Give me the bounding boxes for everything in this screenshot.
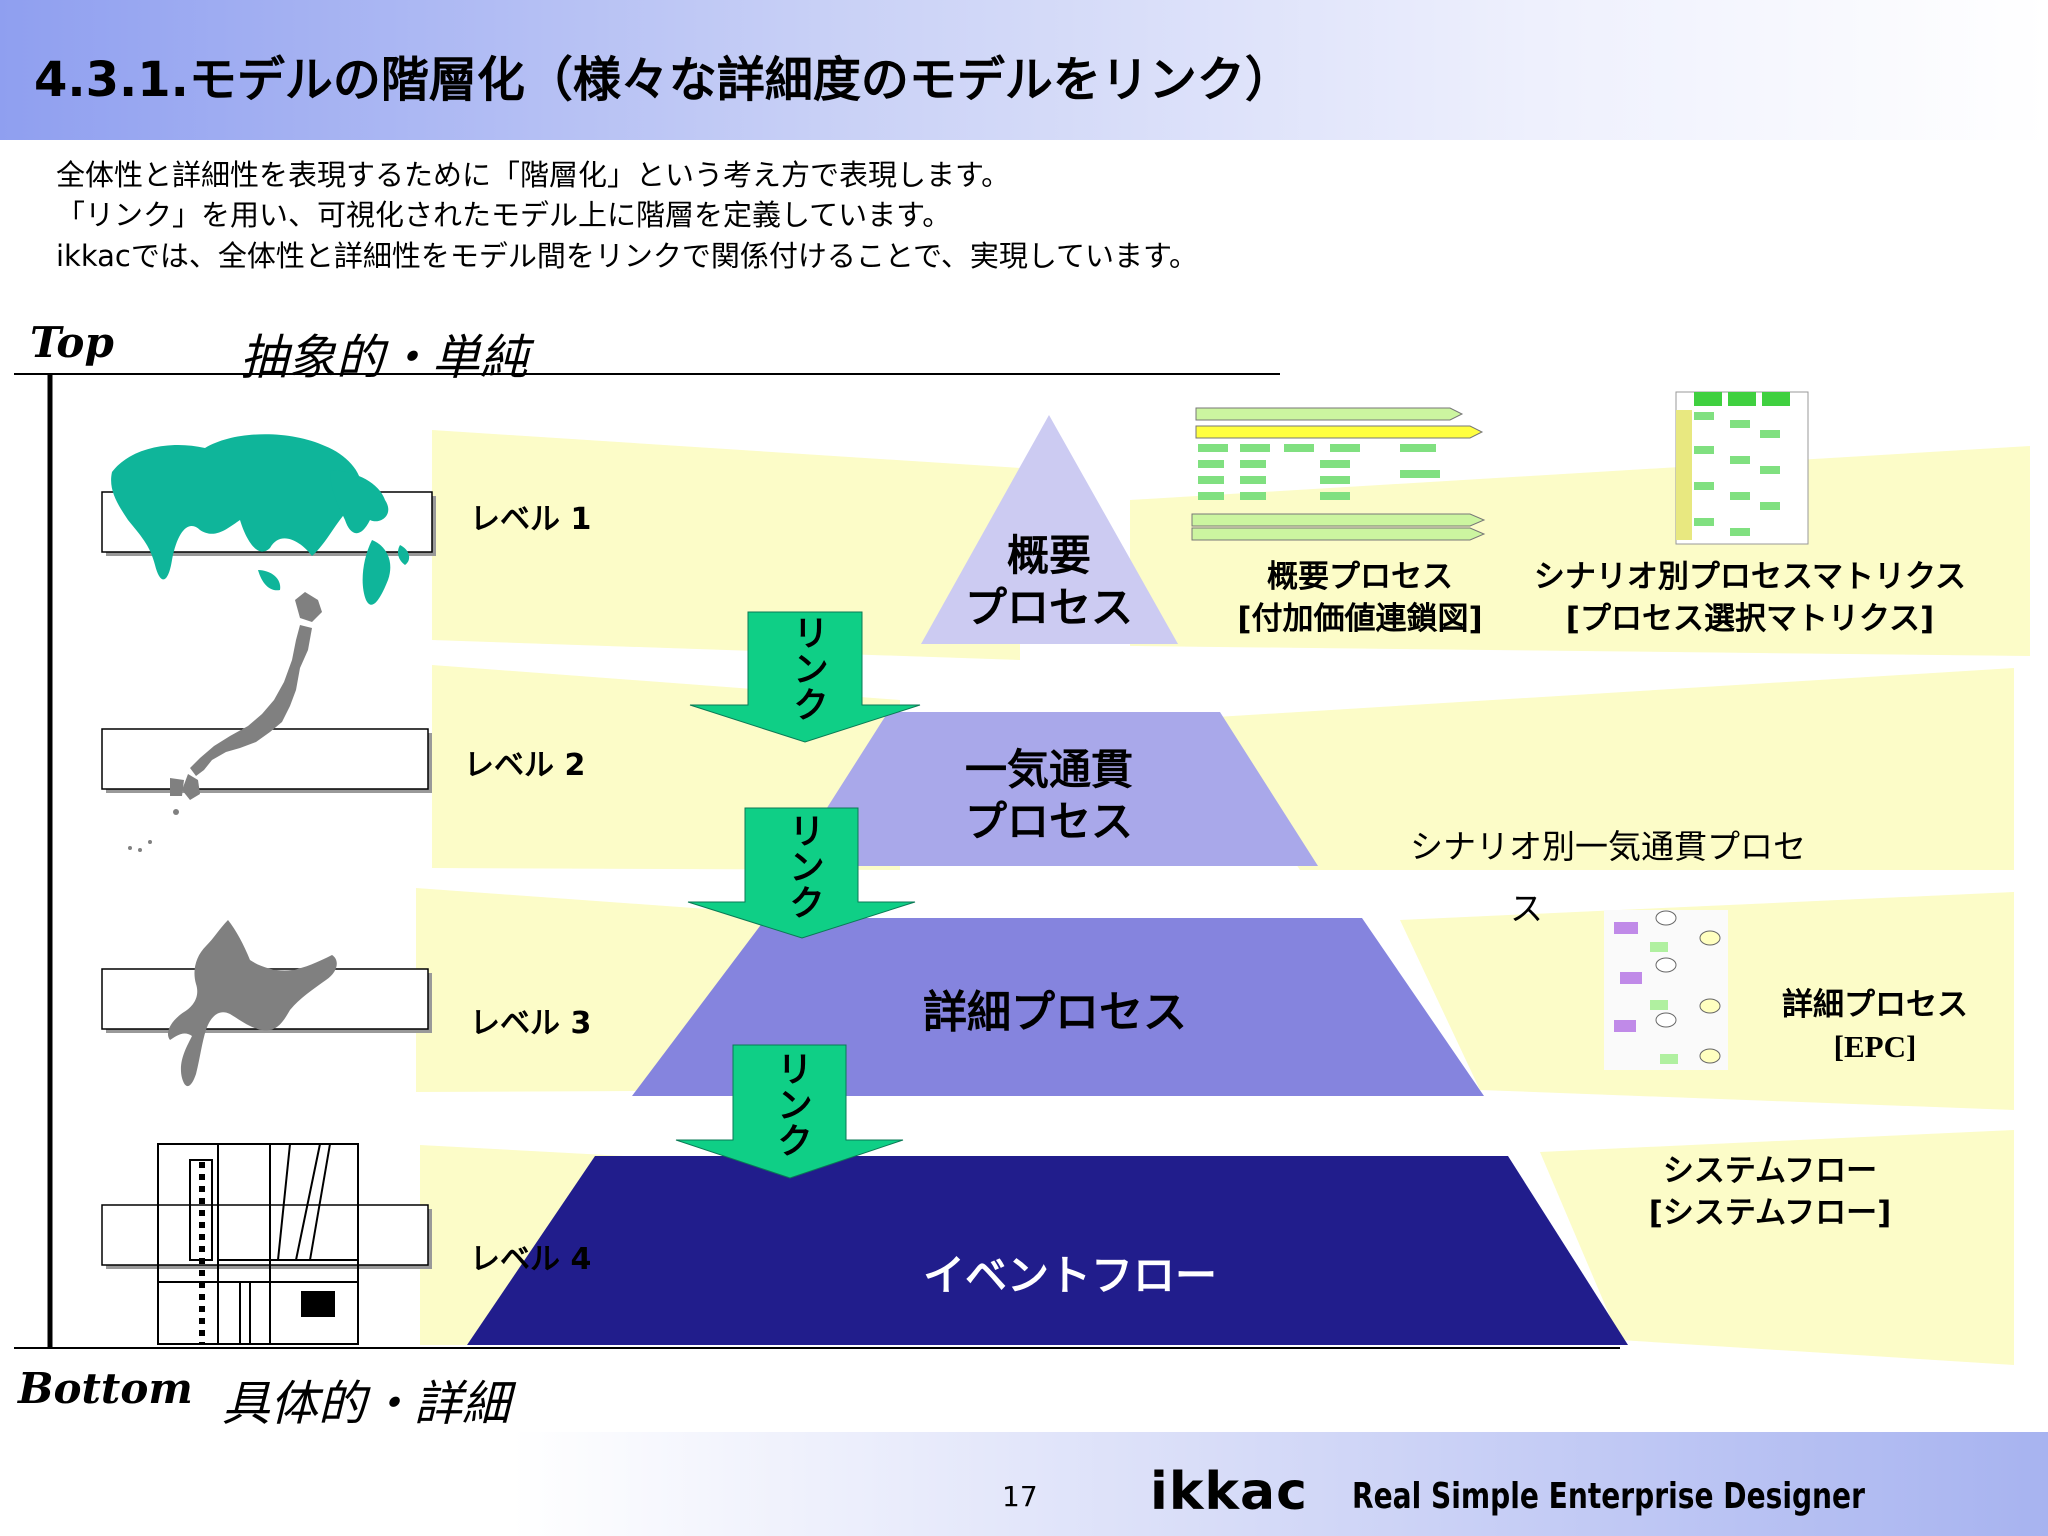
value-chain-thumbnail xyxy=(1191,407,1486,541)
link-label-1: リンク xyxy=(787,614,828,722)
detail-caption-line-2: [EPC] xyxy=(1833,1029,1917,1064)
intro-line-1: 全体性と詳細性を表現するために「階層化」という考え方で表現します。 xyxy=(56,158,1011,192)
overview-caption-line-1: 概要プロセス xyxy=(1267,559,1453,595)
top-label: Top xyxy=(30,318,114,367)
matrix-caption-line-2: [プロセス選択マトリクス] xyxy=(1565,601,1935,637)
e2e-caption-line-2: ス xyxy=(1510,889,1543,928)
tier2-line-1: 一気通貫 xyxy=(964,745,1133,794)
intro-line-3: ikkacでは、全体性と詳細性をモデル間をリンクで関係付けることで、実現していま… xyxy=(56,239,1199,273)
link-arrow-1 xyxy=(689,611,921,743)
bottom-label: Bottom xyxy=(18,1364,193,1413)
pyramid-tier-4 xyxy=(467,1156,1628,1345)
level-box-2 xyxy=(101,728,432,793)
overview-process-caption: 概要プロセス [付加価値連鎖図] xyxy=(1220,556,1500,640)
intro-line-2: 「リンク」を用い、可視化されたモデル上に階層を定義しています。 xyxy=(56,198,952,232)
top-desc: 抽象的・単純 xyxy=(240,330,529,386)
link-arrow-3 xyxy=(675,1044,904,1179)
japan-map-icon xyxy=(128,592,322,852)
title-bar xyxy=(0,0,2048,140)
pyramid-tier-4-label: イベントフロー xyxy=(922,1251,1217,1300)
brand-tagline: Real Simple Enterprise Designer xyxy=(1352,1476,1865,1517)
system-caption-line-1: システムフロー xyxy=(1662,1153,1878,1189)
process-matrix-thumbnail xyxy=(1675,391,1809,545)
hokkaido-map-icon xyxy=(167,920,337,1087)
detail-caption-line-1: 詳細プロセス xyxy=(1782,987,1968,1023)
level-2-label: レベル 2 xyxy=(464,748,586,783)
system-caption-line-2: [システムフロー] xyxy=(1648,1195,1892,1231)
matrix-caption-line-1: シナリオ別プロセスマトリクス xyxy=(1533,559,1967,595)
street-map-icon xyxy=(157,1143,359,1345)
brand-logo-text: ikkac xyxy=(1150,1462,1308,1522)
level-3-label: レベル 3 xyxy=(470,1006,592,1041)
footer-bar xyxy=(0,1432,2048,1536)
epc-thumbnail xyxy=(1604,910,1728,1070)
link-label-3: リンク xyxy=(771,1050,812,1158)
tier2-line-2: プロセス xyxy=(964,797,1133,846)
e2e-caption-line-1: シナリオ別一気通貫プロセ xyxy=(1410,827,1806,866)
bottom-desc: 具体的・詳細 xyxy=(222,1376,511,1432)
link-label-2: リンク xyxy=(783,812,824,920)
link-arrow-2 xyxy=(687,807,916,939)
detail-caption: 詳細プロセス [EPC] xyxy=(1760,984,1990,1068)
e2e-caption: シナリオ別一気通貫プロセ ス xyxy=(1410,816,1806,940)
matrix-caption: シナリオ別プロセスマトリクス [プロセス選択マトリクス] xyxy=(1530,556,1970,640)
pyramid-tier-1-label: 概要 プロセス xyxy=(949,530,1149,634)
pyramid-tier-2 xyxy=(790,712,1318,866)
system-flow-caption: システムフロー [システムフロー] xyxy=(1630,1150,1910,1234)
overview-caption-line-2: [付加価値連鎖図] xyxy=(1237,601,1483,637)
page-number: 17 xyxy=(1002,1480,1038,1513)
pyramid-tier-3-label: 詳細プロセス xyxy=(923,987,1187,1038)
tier1-line-1: 概要 xyxy=(1006,531,1091,580)
tier1-line-2: プロセス xyxy=(964,583,1133,632)
page-title: 4.3.1.モデルの階層化（様々な詳細度のモデルをリンク） xyxy=(34,52,1293,108)
pyramid-tier-2-label: 一気通貫 プロセス xyxy=(929,744,1169,848)
pyramid-tier-1 xyxy=(921,415,1178,644)
level-1-label: レベル 1 xyxy=(470,502,592,537)
band-right-2 xyxy=(1200,668,2014,870)
band-right-4 xyxy=(1540,1130,2014,1365)
band-left-1 xyxy=(432,430,1020,660)
level-4-label: レベル 4 xyxy=(470,1242,592,1277)
world-map-icon xyxy=(111,434,410,605)
